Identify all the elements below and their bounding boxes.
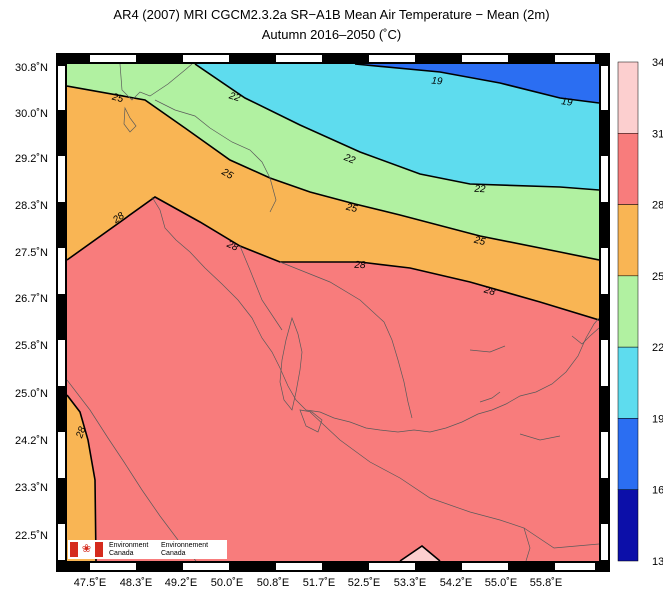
latitude-label: 23.3˚N [15,482,48,494]
colorbar: 34 31 28 25 22 19 16 13 [617,57,663,568]
colorbar-swatch [617,275,639,348]
longitude-label: 55.8˚E [530,577,562,589]
longitude-label: 47.5˚E [74,577,106,589]
svg-text:19: 19 [431,76,443,88]
colorbar-label: 19 [652,413,663,425]
svg-text:25: 25 [110,91,125,105]
colorbar-swatch [617,61,639,134]
latitude-label: 27.5˚N [15,247,48,259]
svg-text:19: 19 [561,96,574,109]
region-31-34 [400,546,440,561]
colorbar-swatch [617,418,639,490]
coastlines [67,64,599,561]
contour-label: 22 [341,152,357,167]
svg-text:22: 22 [341,152,357,167]
latitude-label: 24.2˚N [15,435,48,447]
latitude-label: 29.2˚N [15,153,48,165]
contour-label: 25 [110,91,125,105]
contour-label: 28 [74,425,89,441]
colorbar-swatch [617,489,639,562]
svg-text:28: 28 [482,284,497,298]
colorbar-label: 28 [652,200,663,212]
svg-text:28: 28 [74,425,89,441]
colorbar-label: 31 [652,128,663,140]
longitude-label: 55.0˚E [485,577,517,589]
canada-flag-icon: ❀ [70,542,103,557]
longitude-label: 48.3˚E [120,577,152,589]
svg-text:25: 25 [472,235,487,249]
contour-label: 28 [224,239,240,254]
latitude-labels: 30.8˚N 30.0˚N 29.2˚N 28.3˚N 27.5˚N 26.7˚N 25.8… [15,62,48,542]
longitude-label: 49.2˚E [165,577,197,589]
contour-label: 22 [227,90,242,104]
contour-label: 28 [482,284,497,298]
svg-text:22: 22 [227,90,242,104]
latitude-label: 30.8˚N [15,62,48,74]
contour-lines [67,64,599,561]
svg-text:22: 22 [473,184,486,196]
contour-label: 19 [561,96,574,109]
latitude-label: 25.0˚N [15,388,48,400]
longitude-label: 51.7˚E [303,577,335,589]
longitude-label: 52.5˚E [348,577,380,589]
latitude-label: 30.0˚N [15,108,48,120]
region-19-22 [195,64,599,190]
colorbar-label: 34 [652,57,663,69]
map-title: AR4 (2007) MRI CGCM2.3.2a SR−A1B Mean Ai… [113,7,550,22]
longitude-label: 50.0˚E [211,577,243,589]
contour-label: 19 [431,76,443,88]
svg-text:25: 25 [219,166,235,182]
region-16-19 [355,64,599,103]
map-subtitle: Autumn 2016–2050 (˚C) [261,27,402,42]
svg-text:28: 28 [224,239,240,254]
colorbar-label: 22 [652,342,663,354]
contour-label: 28 [353,260,366,271]
colorbar-label: 25 [652,271,663,283]
svg-text:25: 25 [344,202,359,216]
colorbar-label: 13 [652,556,663,568]
longitude-label: 50.8˚E [257,577,289,589]
contour-label: 22 [473,184,486,196]
colorbar-swatch [617,133,639,205]
longitude-label: 54.2˚E [440,577,472,589]
latitude-label: 22.5˚N [15,530,48,542]
contour-label: 25 [472,235,487,249]
longitude-label: 53.3˚E [394,577,426,589]
contour-label: 25 [219,166,235,182]
colorbar-label: 16 [652,485,663,497]
region-sw-pocket [67,395,96,561]
map-fields [67,64,599,561]
latitude-label: 26.7˚N [15,293,48,305]
longitude-labels: 47.5˚E 48.3˚E 49.2˚E 50.0˚E 50.8˚E 51.7˚E 52.5… [74,577,562,589]
svg-text:28: 28 [353,260,366,271]
contour-label: 25 [344,202,359,216]
colorbar-swatch [617,346,639,419]
latitude-label: 28.3˚N [15,200,48,212]
latitude-label: 25.8˚N [15,340,48,352]
colorbar-swatch [617,204,639,277]
